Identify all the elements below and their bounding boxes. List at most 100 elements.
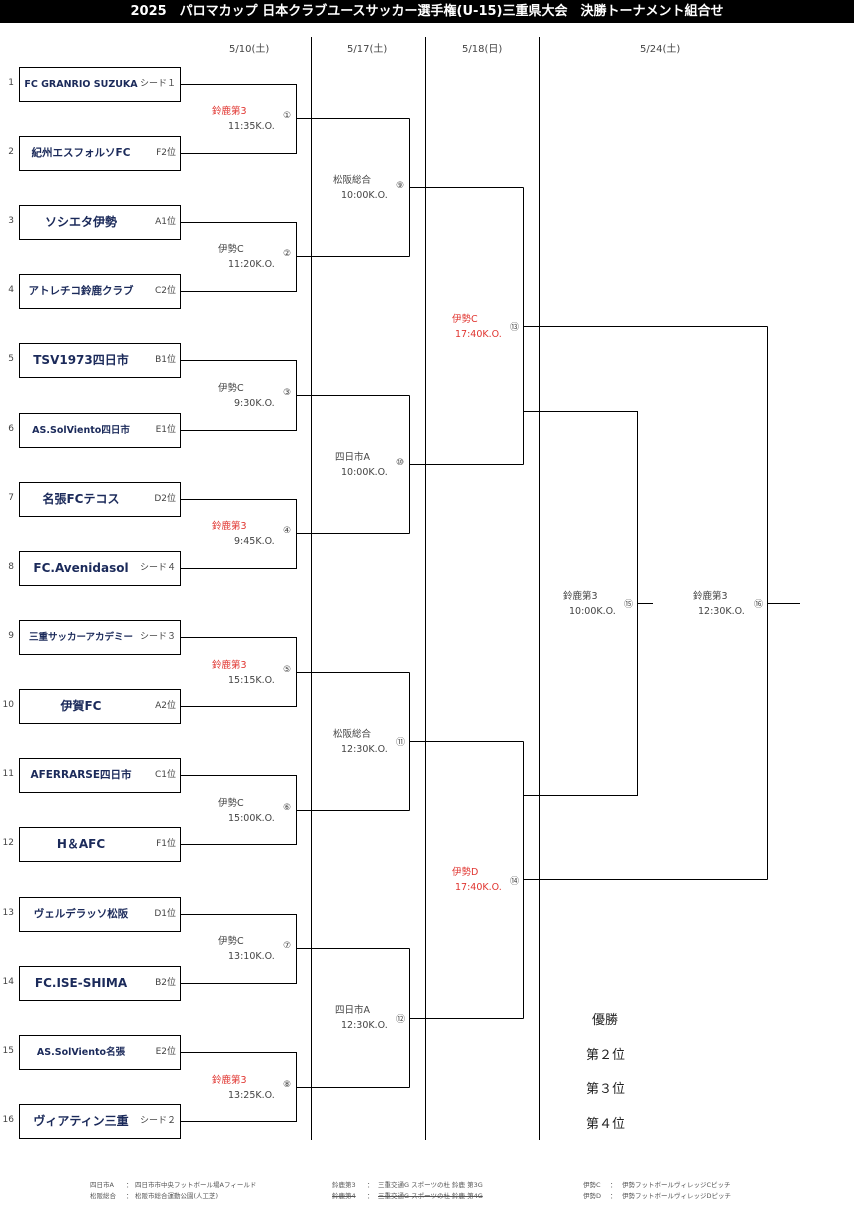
team-box: TSV1973四日市 B1位	[19, 343, 181, 378]
seed-label: シード１	[139, 79, 176, 89]
team-name: ソシエタ伊勢	[44, 215, 117, 229]
legend-sep: ：	[367, 1192, 374, 1200]
team-box: 名張FCテコス D2位	[19, 482, 181, 517]
match-time: 15:15K.O.	[228, 675, 275, 686]
team-number: 11	[2, 769, 14, 779]
seed-label: F2位	[156, 148, 176, 158]
match-time: 12:30K.O.	[698, 606, 745, 617]
placing-second: 第２位	[586, 1048, 626, 1063]
match-venue: 松阪総合	[333, 729, 372, 740]
seed-label: シード３	[139, 632, 176, 642]
team-box: FC.Avenidasol シード４	[19, 551, 181, 586]
match-time: 9:30K.O.	[234, 398, 275, 409]
match-number: ⑧	[283, 1080, 292, 1090]
legend-place: 松阪市総合運動公園(人工芝)	[135, 1192, 219, 1200]
team-name: 紀州エスフォルソFC	[31, 147, 131, 159]
team-name: ヴェルデラッソ松阪	[33, 908, 129, 920]
team-box: AFERRARSE四日市 C1位	[19, 758, 181, 793]
match-venue: 鈴鹿第3	[212, 106, 247, 117]
match-time: 15:00K.O.	[228, 813, 275, 824]
page-title: 2025 パロマカップ 日本クラブユースサッカー選手権(U-15)三重県大会 決…	[0, 0, 854, 23]
placing-third: 第３位	[586, 1082, 626, 1097]
match-number: ⑤	[283, 665, 292, 675]
team-box: ソシエタ伊勢 A1位	[19, 205, 181, 240]
match-number: ④	[283, 526, 292, 536]
team-number: 15	[2, 1046, 14, 1056]
date-round3: 5/18(日)	[462, 44, 503, 55]
date-round2: 5/17(土)	[347, 44, 388, 55]
seed-label: D1位	[154, 909, 176, 919]
team-box: AS.SolViento名張 E2位	[19, 1035, 181, 1070]
match-number: ①	[283, 111, 292, 121]
team-name: AS.SolViento四日市	[32, 425, 130, 436]
legend-place: 三重交通G スポーツの杜 鈴鹿 第3G	[378, 1181, 483, 1189]
match-venue: 鈴鹿第3	[212, 1075, 247, 1086]
match-number: ②	[283, 249, 292, 259]
match-time: 10:00K.O.	[341, 467, 388, 478]
placing-fourth: 第４位	[586, 1117, 626, 1132]
date-round1: 5/10(土)	[229, 44, 270, 55]
placing-champion: 優勝	[592, 1013, 619, 1028]
match-time: 13:10K.O.	[228, 951, 275, 962]
match-venue: 四日市A	[335, 452, 370, 463]
match-venue: 伊勢C	[218, 244, 244, 255]
team-number: 16	[2, 1115, 14, 1125]
team-name: 名張FCテコス	[42, 492, 120, 506]
team-box: 伊賀FC A2位	[19, 689, 181, 724]
match-number: ⑨	[396, 181, 405, 191]
team-name: AFERRARSE四日市	[30, 769, 132, 781]
team-name: AS.SolViento名張	[36, 1047, 126, 1058]
match-time: 11:35K.O.	[228, 121, 275, 132]
team-number: 10	[2, 700, 14, 710]
match-time: 10:00K.O.	[341, 190, 388, 201]
legend-place: 四日市市中央フットボール場Aフィールド	[135, 1181, 257, 1189]
legend-code: 松阪総合	[90, 1192, 116, 1200]
legend-sep: ：	[126, 1181, 133, 1189]
match-time: 17:40K.O.	[455, 882, 502, 893]
team-name: 伊賀FC	[60, 699, 102, 713]
match-time: 12:30K.O.	[341, 744, 388, 755]
team-name: 三重サッカーアカデミー	[28, 632, 134, 643]
team-box: AS.SolViento四日市 E1位	[19, 413, 181, 448]
team-number: 7	[8, 493, 14, 503]
team-number: 4	[8, 285, 14, 295]
team-number: 5	[8, 354, 14, 364]
match-number: ⑦	[283, 941, 292, 951]
team-box: ヴェルデラッソ松阪 D1位	[19, 897, 181, 932]
match-number: ⑥	[283, 803, 292, 813]
legend-sep: ：	[610, 1181, 617, 1189]
match-number: ⑭	[510, 877, 520, 887]
match-number: ③	[283, 388, 292, 398]
team-number: 14	[2, 977, 14, 987]
match-venue: 鈴鹿第3	[563, 591, 598, 602]
match-number: ⑬	[510, 323, 520, 333]
match-time: 10:00K.O.	[569, 606, 616, 617]
seed-label: E1位	[155, 425, 176, 435]
legend-code: 鈴鹿第3	[332, 1181, 356, 1189]
seed-label: D2位	[154, 494, 176, 504]
seed-label: C1位	[154, 770, 176, 780]
seed-label: C2位	[154, 286, 176, 296]
team-name: H＆AFC	[56, 837, 106, 851]
match-venue: 鈴鹿第3	[212, 660, 247, 671]
legend-sep: ：	[610, 1192, 617, 1200]
seed-label: シード２	[139, 1116, 176, 1126]
seed-label: A1位	[155, 217, 176, 227]
legend-code: 伊勢C	[583, 1181, 601, 1189]
team-number: 3	[8, 216, 14, 226]
team-number: 1	[8, 78, 14, 88]
team-box: 三重サッカーアカデミー シード３	[19, 620, 181, 655]
seed-label: F1位	[156, 839, 176, 849]
match-time: 11:20K.O.	[228, 259, 275, 270]
legend-code: 鈴鹿第4	[332, 1192, 356, 1200]
match-venue: 鈴鹿第3	[212, 521, 247, 532]
seed-label: E2位	[155, 1047, 176, 1057]
team-name: FC.Avenidasol	[33, 561, 129, 575]
team-box: ヴィアティン三重 シード２	[19, 1104, 181, 1139]
legend-place: 伊勢フットボールヴィレッジDピッチ	[622, 1192, 732, 1200]
match-venue: 伊勢C	[218, 936, 244, 947]
team-number: 8	[8, 562, 14, 572]
date-finals: 5/24(土)	[640, 44, 681, 55]
legend-place: 三重交通G スポーツの杜 鈴鹿 第4G	[378, 1192, 483, 1200]
